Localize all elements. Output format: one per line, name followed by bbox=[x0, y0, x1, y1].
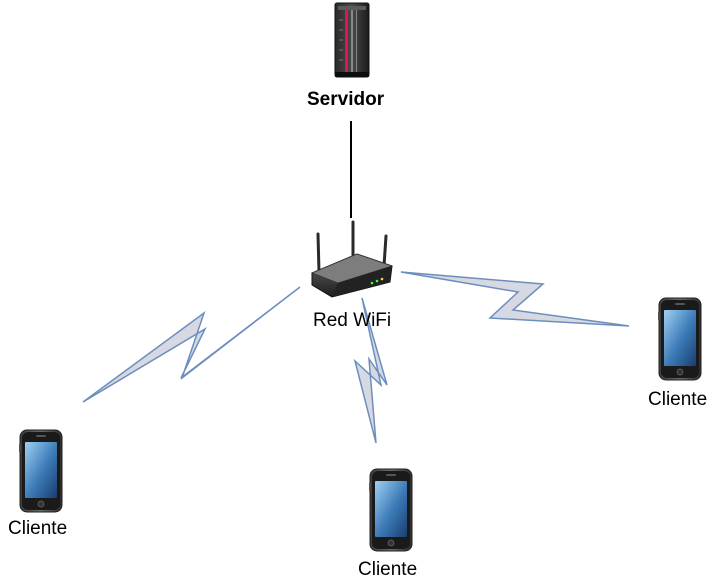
server-rack-icon bbox=[334, 2, 370, 78]
wireless-link-bottom bbox=[353, 297, 388, 444]
wireless-link-right bbox=[400, 271, 630, 327]
client-left-label: Cliente bbox=[8, 518, 68, 539]
client-bottom-label: Cliente bbox=[358, 559, 418, 580]
wifi-router-icon bbox=[310, 220, 394, 298]
smartphone-icon bbox=[368, 468, 413, 552]
client-right-label: Cliente bbox=[648, 389, 708, 410]
router-label: Red WiFi bbox=[313, 310, 392, 331]
smartphone-icon bbox=[18, 429, 63, 513]
wireless-link-left bbox=[82, 286, 301, 403]
server-label: Servidor bbox=[307, 89, 385, 110]
smartphone-icon bbox=[657, 297, 702, 381]
